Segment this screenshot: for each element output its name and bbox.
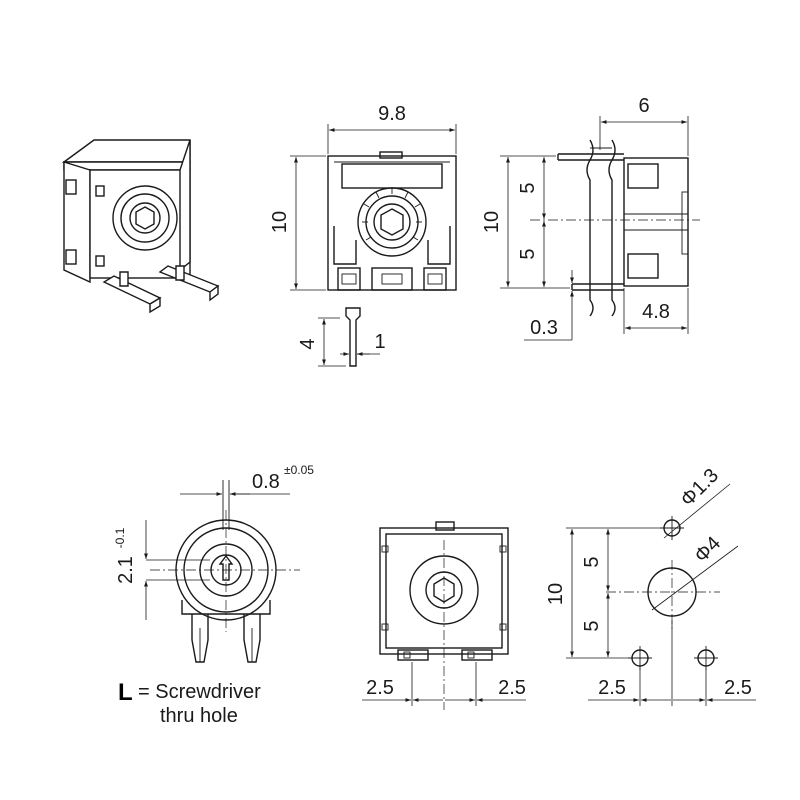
slot-height-tolerance: -0.1: [113, 527, 127, 548]
footprint-left-dim-label: 2.5: [598, 677, 626, 699]
bottom-right-dim-label: 2.5: [498, 677, 526, 699]
side-view: 6 10 5 5 0.3 4.8: [481, 95, 700, 341]
footprint-height-label: 10: [545, 583, 567, 605]
width-dimension-label: 9.8: [378, 103, 406, 125]
slot-width-tolerance: ±0.05: [284, 463, 314, 477]
bottom-left-dim-label: 2.5: [366, 677, 394, 699]
isometric-view: [61, 139, 220, 314]
body-depth-label: 4.8: [642, 301, 670, 323]
pin-length-label: 4: [297, 338, 319, 349]
center-hole-diameter-label: Φ4: [690, 532, 725, 567]
front-detail-view: 0.8 ±0.05 2.1 -0.1 L = Screwdriver thru …: [113, 463, 314, 727]
slot-width-label: 0.8: [252, 471, 280, 493]
front-top-view: 9.8 10 4 1: [269, 103, 457, 367]
legend-line-2: thru hole: [160, 705, 238, 727]
height-dimension-label: 10: [269, 211, 291, 233]
legend-symbol: L: [118, 679, 133, 706]
footprint-right-dim-label: 2.5: [724, 677, 752, 699]
pin-offset-label: 0.3: [530, 317, 558, 339]
side-upper-half-label: 5: [517, 182, 539, 193]
slot-height-label: 2.1: [115, 556, 137, 584]
legend-line-1: = Screwdriver: [138, 681, 261, 703]
footprint-lower-label: 5: [581, 620, 603, 631]
depth-dimension-label: 6: [638, 95, 649, 117]
pin-width-label: 1: [374, 331, 385, 353]
footprint-view: Φ1.3 Φ4 10 5 5 2.5 2.5: [545, 465, 756, 706]
side-lower-half-label: 5: [517, 248, 539, 259]
pin-hole-diameter-label: Φ1.3: [677, 465, 724, 512]
bottom-view: 2.5 2.5: [362, 521, 526, 710]
side-height-label: 10: [481, 211, 503, 233]
footprint-upper-label: 5: [581, 556, 603, 567]
